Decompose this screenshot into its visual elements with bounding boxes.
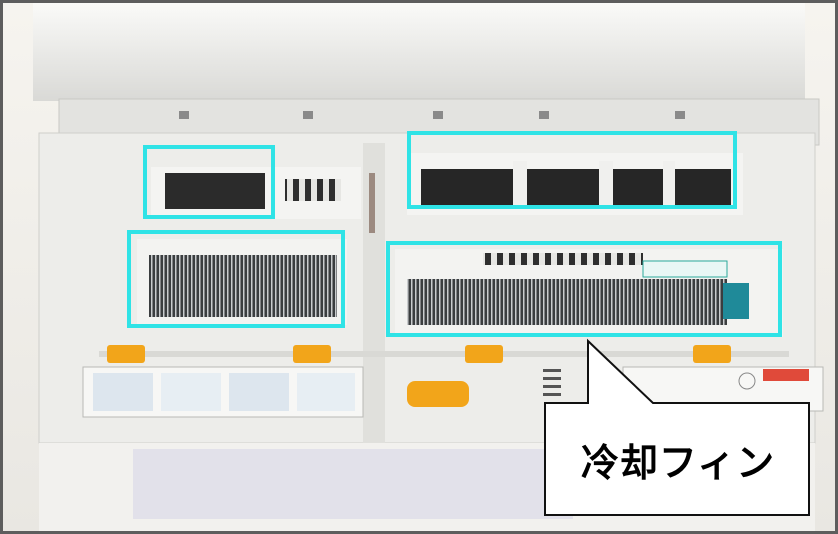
filter-sticker (642, 260, 728, 278)
highlight-box-lower-right (386, 241, 782, 337)
center-slot (369, 173, 375, 233)
center-divider (363, 143, 385, 443)
lower-left-cooling-fins (149, 255, 337, 317)
lower-right-cooling-fins (407, 279, 727, 325)
upper-left-vent (285, 179, 341, 201)
upper-right-blower (421, 169, 731, 205)
filter-tab (723, 283, 749, 319)
orange-lever (407, 381, 469, 407)
aircon-photo (3, 3, 835, 531)
highlight-box-upper-left (143, 145, 275, 219)
speaker-grille (543, 369, 561, 396)
upper-right-supports (513, 161, 675, 207)
callout-label: 冷却フィン (580, 440, 776, 485)
drip-tray (133, 449, 573, 519)
orange-clips (107, 345, 731, 363)
highlight-box-upper-right (407, 131, 737, 209)
highlight-box-lower-left (127, 230, 345, 328)
callout-balloon (544, 338, 810, 516)
lower-right-top-vent (483, 253, 643, 265)
clip-rail (99, 351, 789, 357)
upper-left-blower (165, 173, 265, 209)
highlight-boxes (127, 131, 782, 337)
front-panel-lid (33, 3, 805, 101)
lid-screws (179, 111, 685, 119)
